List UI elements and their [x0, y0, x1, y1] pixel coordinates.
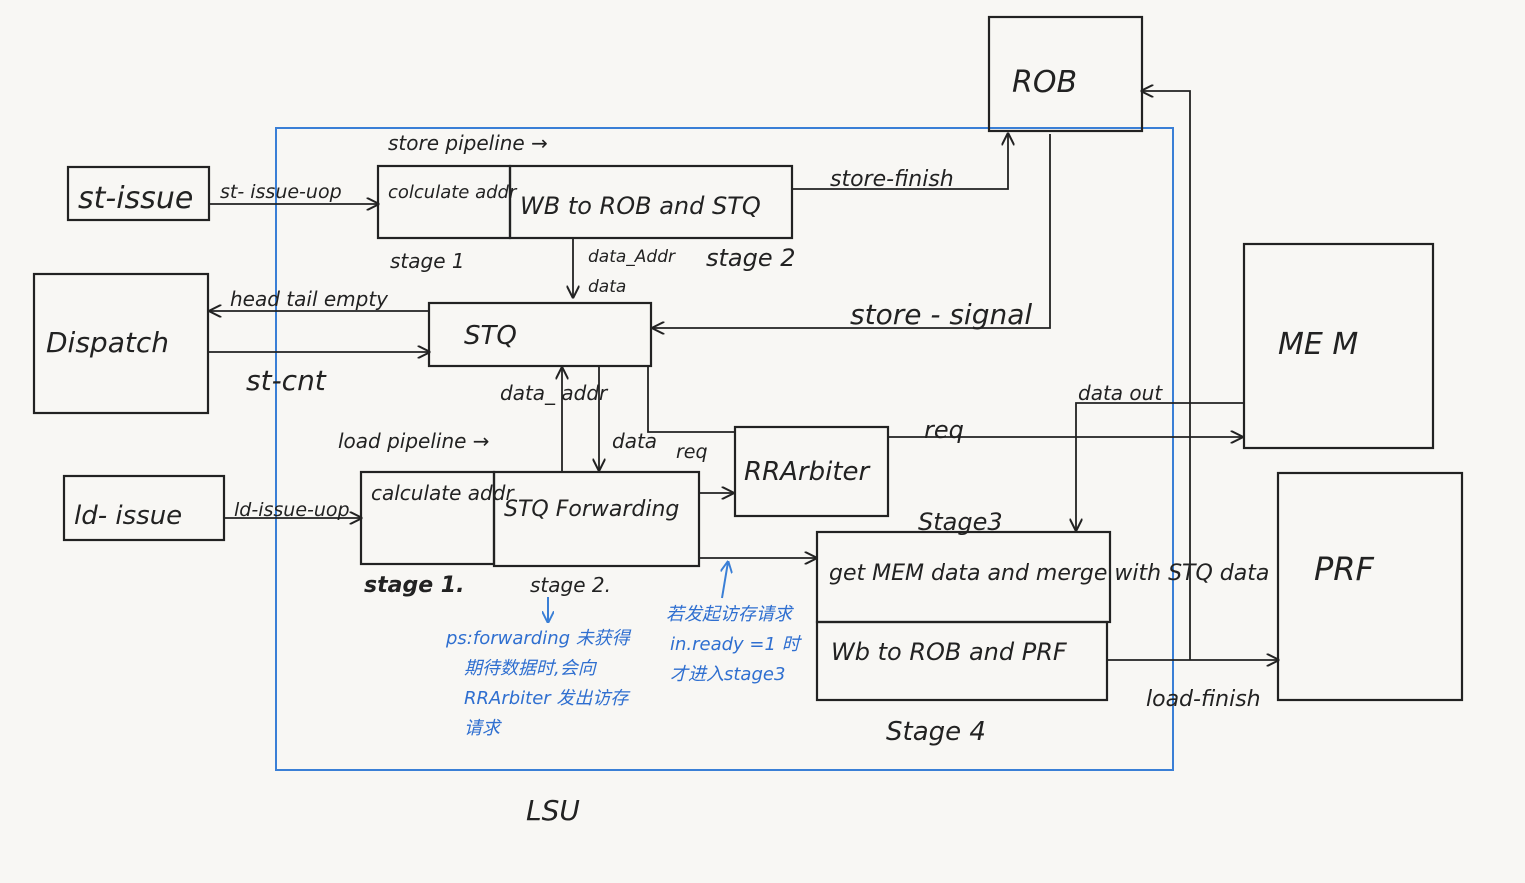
rrarbiter-label: RRArbiter — [744, 457, 872, 487]
store-signal-label: store - signal — [850, 298, 1032, 331]
req-small-label: req — [676, 441, 708, 463]
forwarding-note-line-3: RRArbiter 发出访存 — [464, 688, 631, 709]
data-top-label: data — [588, 277, 626, 297]
mem-label: ME M — [1278, 327, 1358, 362]
st-cnt-label: st-cnt — [246, 364, 327, 397]
store-pipeline-label: store pipeline → — [388, 131, 548, 155]
load-stage2-label: stage 2. — [530, 573, 611, 597]
ready-note-line-2: in.ready =1 时 — [670, 634, 803, 655]
wb-rob-prf-label: Wb to ROB and PRF — [831, 638, 1068, 666]
get-mem-merge-label: get MEM data and merge with STQ data — [829, 561, 1269, 586]
rob-label: ROB — [1012, 65, 1077, 100]
load-finish-label: load-finish — [1146, 687, 1261, 712]
data-addr-top-label: data_Addr — [588, 247, 676, 267]
req-big-label: req — [924, 416, 964, 444]
rob-box — [987, 15, 1144, 133]
stq-forwarding-label: STQ Forwarding — [504, 497, 679, 522]
wb-rob-stq-label: WB to ROB and STQ — [520, 192, 761, 220]
forwarding-note: ps:forwarding 未获得 期待数据时,会向 RRArbiter 发出访… — [445, 628, 632, 739]
store-finish-arrow — [792, 134, 1008, 190]
stq-box — [427, 301, 653, 368]
data-mid-label: data — [612, 429, 657, 453]
ready-note-line-3: 才进入stage3 — [670, 664, 785, 685]
ready-note-line-1: 若发起访存请求 — [666, 604, 794, 625]
data-out-arrow — [1076, 402, 1244, 530]
load-pipeline-label: load pipeline → — [338, 429, 490, 453]
store-stage1-label: stage 1 — [390, 249, 465, 273]
stage3-label: Stage3 — [918, 508, 1003, 536]
stq-to-rrarbiter-line — [647, 366, 735, 433]
data-out-label: data out — [1078, 381, 1163, 405]
store-stage2-box — [508, 164, 794, 240]
st-issue-label: st-issue — [78, 181, 193, 216]
rrarbiter-box — [733, 425, 890, 518]
load-finish-to-rob-arrow — [1142, 91, 1191, 660]
dispatch-box — [32, 272, 210, 415]
st-issue-uop-label: st- issue-uop — [220, 181, 342, 203]
store-calc-addr-label: colculate addr — [388, 182, 518, 203]
prf-box — [1276, 471, 1464, 702]
data-addr-mid-label: data_ addr — [500, 381, 609, 405]
load-stage2-box — [492, 470, 701, 568]
forwarding-note-line-1: ps:forwarding 未获得 — [445, 628, 632, 649]
lsu-label: LSU — [526, 794, 580, 827]
ld-issue-uop-label: ld-issue-uop — [234, 499, 350, 521]
ld-issue-label: ld- issue — [74, 501, 182, 531]
store-stage2-label: stage 2 — [706, 244, 796, 272]
stage4-box — [815, 620, 1109, 702]
stage4-label: Stage 4 — [886, 717, 986, 747]
mem-box — [1242, 242, 1435, 450]
ready-note: 若发起访存请求 in.ready =1 时 才进入stage3 — [666, 604, 803, 685]
st-issue-box — [66, 165, 211, 222]
load-stage1-label: stage 1. — [364, 573, 464, 598]
load-calc-addr-label: calculate addr — [371, 481, 515, 505]
prf-label: PRF — [1314, 550, 1375, 588]
store-finish-label: store-finish — [830, 167, 954, 192]
note-pointer-ready — [722, 562, 728, 599]
forwarding-note-line-2: 期待数据时,会向 — [464, 658, 598, 679]
head-tail-empty-label: head tail empty — [230, 287, 389, 311]
ld-issue-box — [62, 474, 226, 542]
store-signal-arrow — [653, 134, 1051, 328]
dispatch-label: Dispatch — [46, 326, 169, 359]
forwarding-note-line-4: 请求 — [464, 718, 502, 739]
lsu-boundary — [275, 127, 1174, 771]
stq-label: STQ — [464, 321, 517, 351]
